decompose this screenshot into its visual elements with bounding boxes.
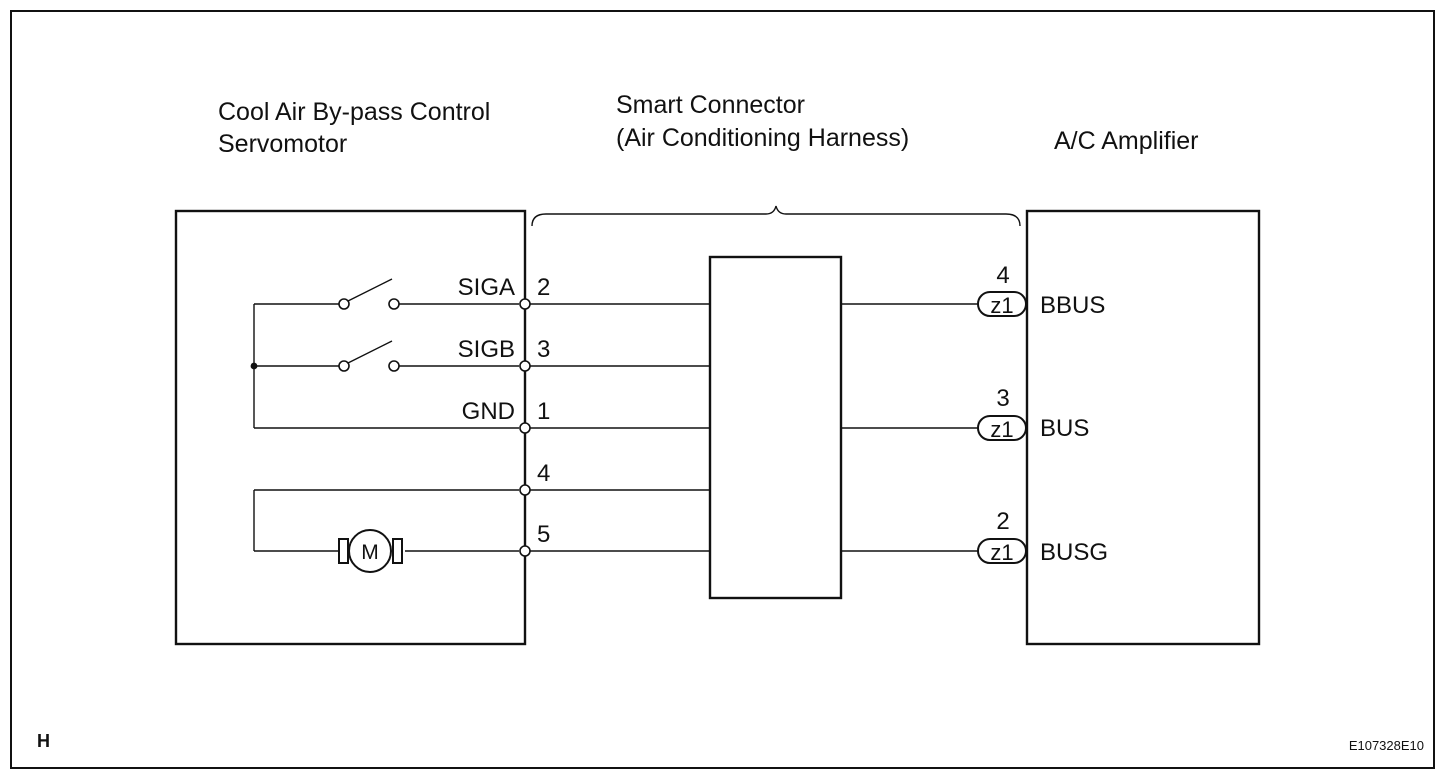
amp-connector-code: z1 — [990, 417, 1013, 442]
servo-pin-4: 4 — [537, 460, 550, 487]
amp-signal-busg: BUSG — [1040, 539, 1108, 566]
amp-connector-code: z1 — [990, 293, 1013, 318]
motor-icon: M — [338, 529, 403, 573]
servo-pin-1: 1 — [537, 398, 550, 425]
amp-signal-bus: BUS — [1040, 415, 1089, 442]
servo-pin-2: 2 — [537, 274, 550, 301]
switch-circuit — [250, 303, 519, 429]
smart-connector-label-line2: (Air Conditioning Harness) — [616, 124, 909, 152]
servo-signal-siga: SIGA — [458, 274, 515, 301]
switch-sigb — [338, 340, 519, 372]
harness-brace — [531, 205, 1021, 227]
junction-dot — [250, 362, 258, 370]
switch-siga — [338, 278, 519, 310]
amplifier-label: A/C Amplifier — [1054, 127, 1198, 155]
amp-connector-busg: z1 — [977, 538, 1027, 565]
amp-signal-bbus: BBUS — [1040, 292, 1105, 319]
figure-code: E107328E10 — [1349, 738, 1424, 753]
smart-connector-label-line1: Smart Connector — [616, 91, 805, 119]
servo-pin-5: 5 — [537, 521, 550, 548]
amp-pin-2: 2 — [996, 508, 1009, 535]
amp-connector-bbus: z1 — [977, 291, 1027, 318]
servomotor-label-line1: Cool Air By-pass Control — [218, 98, 490, 126]
amp-connector-bus: z1 — [977, 415, 1027, 442]
amp-pin-4: 4 — [996, 262, 1009, 289]
amplifier-box — [1025, 209, 1261, 646]
amp-connector-code: z1 — [990, 540, 1013, 565]
servomotor-label-line2: Servomotor — [218, 130, 347, 158]
motor-symbol: M — [361, 541, 379, 564]
smart-connector-box — [708, 255, 843, 600]
servo-signal-sigb: SIGB — [458, 336, 515, 363]
servo-pin-3: 3 — [537, 336, 550, 363]
motor-circuit — [253, 489, 519, 552]
servo-signal-gnd: GND — [462, 398, 515, 425]
harness-wires-left — [525, 303, 710, 552]
corner-marker: H — [37, 731, 50, 751]
harness-wires-right — [841, 303, 978, 552]
servo-terminals — [519, 298, 531, 557]
amp-pin-3: 3 — [996, 385, 1009, 412]
